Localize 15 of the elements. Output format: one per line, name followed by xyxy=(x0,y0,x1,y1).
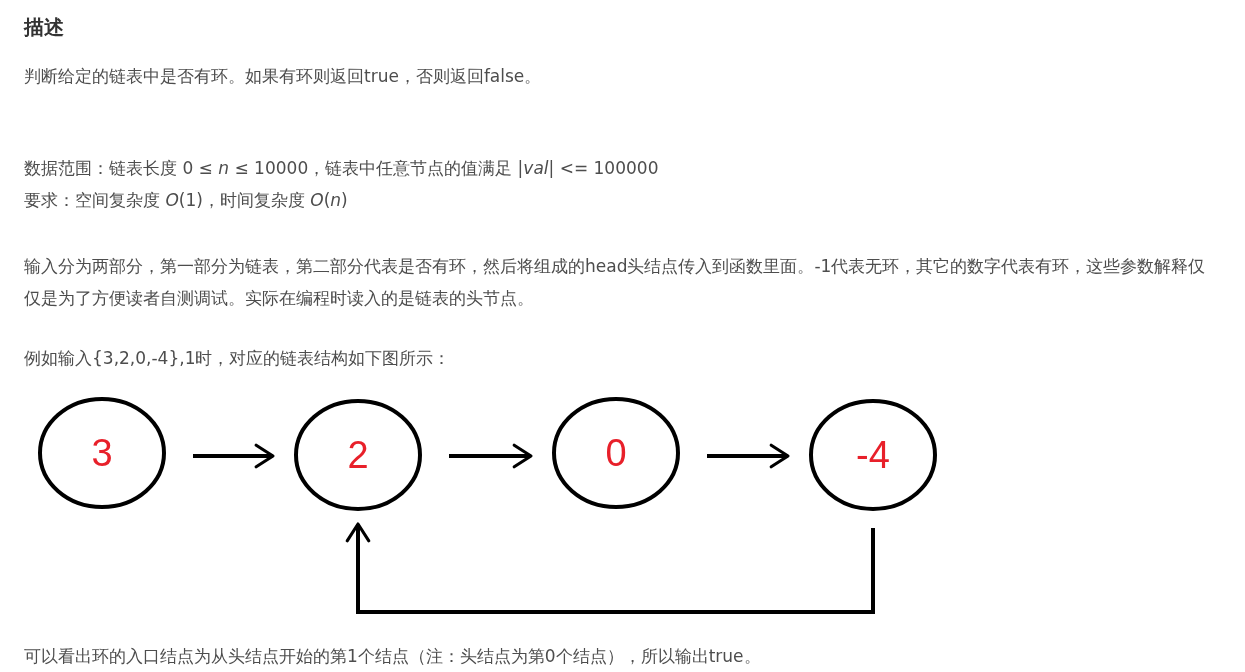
paragraph-text: 数据范围：链表长度 0 ≤ n ≤ 10000，链表中任意节点的值满足 |val| <= 100000 xyxy=(24,157,660,180)
list-node-circle: 0 xyxy=(552,397,680,509)
paragraph-text: 要求：空间复杂度 O(1)，时间复杂度 O(n) xyxy=(24,189,349,212)
paragraph-text: 判断给定的链表中是否有环。如果有环则返回true，否则返回false。 xyxy=(24,65,543,88)
heading: 描述 xyxy=(24,14,64,41)
arrow xyxy=(707,443,790,469)
paragraph-text: 输入分为两部分，第一部分为链表，第二部分代表是否有环，然后将组成的head头结点传入到函数里面。-1代表无环，其它的数字代表有环，这些参数解释仅仅是为了方便读者自测调试。实际在编程时读入的是链表的头节点。 xyxy=(24,255,1207,310)
arrow xyxy=(345,522,875,614)
arrow xyxy=(193,443,275,469)
list-node-circle: -4 xyxy=(809,399,937,511)
paragraph-text: 可以看出环的入口结点为从头结点开始的第1个结点（注：头结点为第0个结点），所以输出true。 xyxy=(24,645,762,668)
arrow xyxy=(449,443,533,469)
list-node-circle: 3 xyxy=(38,397,166,509)
paragraph-text: 例如输入{3,2,0,-4},1时，对应的链表结构如下图所示： xyxy=(24,347,452,370)
list-node-circle: 2 xyxy=(294,399,422,511)
